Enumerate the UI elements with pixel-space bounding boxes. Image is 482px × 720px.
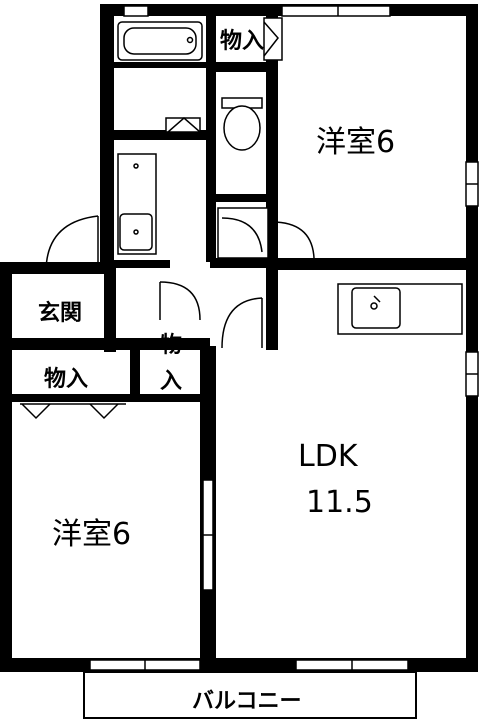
- storage-upper-label: 物入: [220, 28, 264, 54]
- balcony: [83, 671, 417, 719]
- openings: [89, 5, 479, 671]
- ldk-label: LDK: [298, 439, 359, 474]
- doors: [20, 17, 315, 420]
- balcony-label: バルコニー: [192, 689, 302, 714]
- western-room-lower-label: 洋室6: [52, 517, 131, 552]
- storage-center-bottom-label: 入: [160, 369, 182, 394]
- western-room-upper-label: 洋室6: [316, 125, 395, 160]
- ldk-size-label: 11.5: [306, 485, 373, 520]
- storage-center-top-label: 物: [160, 332, 182, 358]
- fixtures: [117, 21, 463, 335]
- entrance-label: 玄関: [38, 300, 82, 326]
- storage-left-label: 物入: [44, 366, 88, 392]
